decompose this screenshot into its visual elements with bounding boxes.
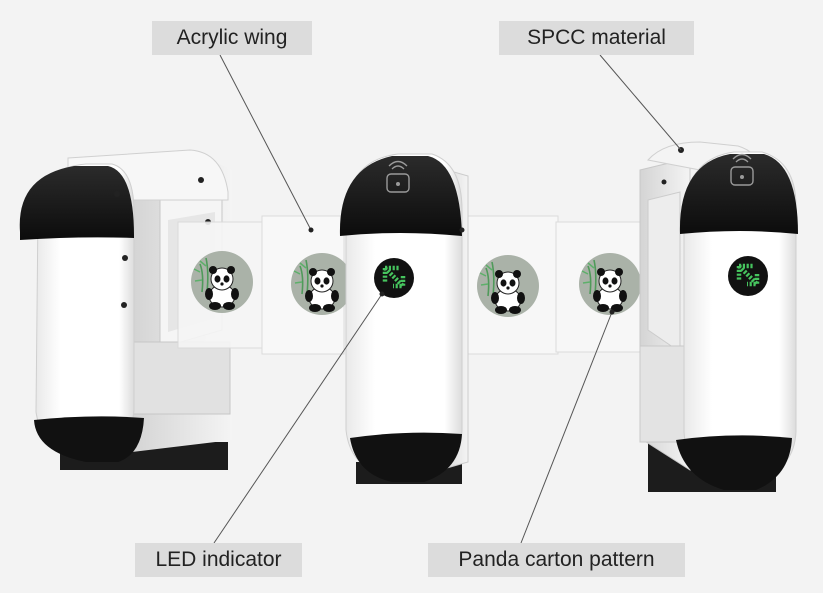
panda-pattern-label: Panda carton pattern [428, 543, 685, 577]
led-arrow-icon [728, 256, 768, 296]
acrylic-wing-label: Acrylic wing [152, 21, 312, 55]
leader-acrylic [219, 54, 312, 231]
right-turnstile [639, 141, 798, 492]
leader-lines [213, 54, 682, 544]
center-turnstile [339, 153, 469, 484]
led-arrow-icon [374, 258, 414, 298]
panda-icon [190, 250, 254, 314]
panda-icon [476, 254, 540, 318]
leader-panda [520, 311, 613, 544]
leader-spcc [599, 54, 682, 151]
panda-icon [290, 252, 354, 316]
panda-icon [578, 252, 642, 316]
led-indicator-label: LED indicator [135, 543, 302, 577]
spcc-material-label: SPCC material [499, 21, 694, 55]
leader-led [213, 293, 383, 544]
